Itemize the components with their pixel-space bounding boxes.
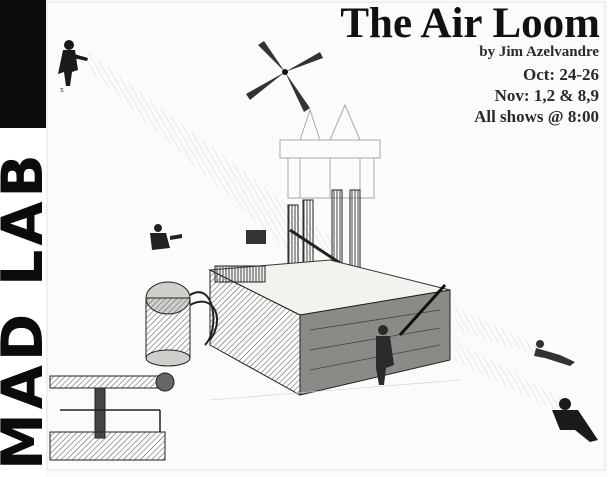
upper-machinery <box>279 103 381 199</box>
magnetic-rays <box>78 52 565 412</box>
pipe-apparatus <box>49 372 175 461</box>
showtime: All shows @ 8:00 <box>474 107 599 126</box>
loom-box <box>208 259 451 396</box>
windmill-sails <box>246 41 323 112</box>
play-title: The Air Loom <box>340 0 600 47</box>
barrels <box>145 281 219 367</box>
small-figure-right <box>246 230 266 244</box>
dates-october: Oct: 24-26 <box>522 65 599 84</box>
byline: by Jim Azelvandre <box>479 44 599 60</box>
mad-lab-logo: MAD LAB <box>0 150 56 470</box>
dates-november: Nov: 1,2 & 8,9 <box>494 86 599 105</box>
logo-band-fill <box>0 0 46 128</box>
figure-top-left <box>58 40 88 86</box>
bottom-right-figure <box>552 398 598 442</box>
logo-band <box>0 0 46 477</box>
seated-figure <box>150 224 182 250</box>
engraving-marker: x <box>60 86 64 94</box>
operator-figure <box>376 325 394 385</box>
air-loom-engraving <box>46 1 606 471</box>
lying-figure <box>534 340 575 366</box>
